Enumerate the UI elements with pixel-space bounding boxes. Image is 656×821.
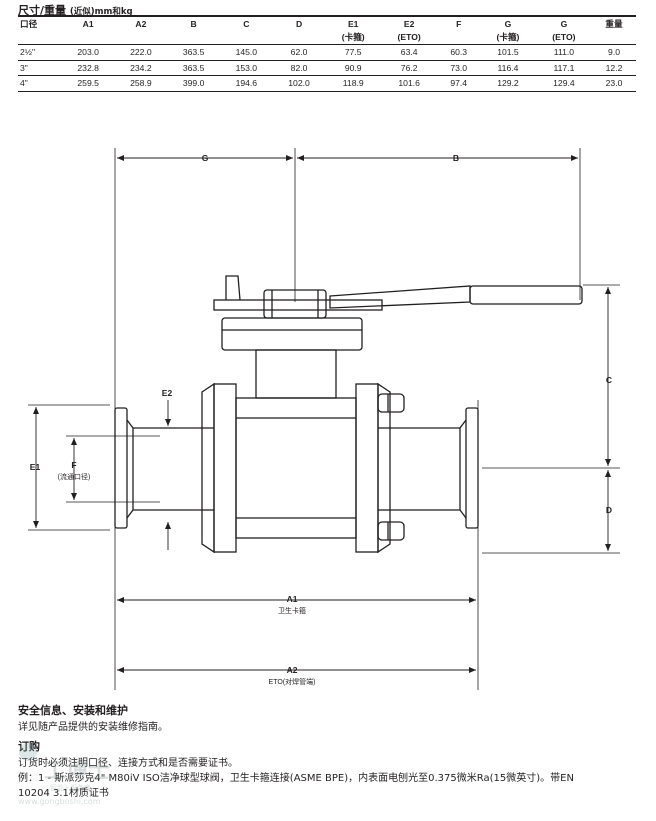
label-a1: A1 — [287, 594, 298, 604]
label-d: D — [606, 505, 612, 515]
table-cell: 97.4 — [437, 75, 481, 92]
table-header-cell: 口径 — [20, 19, 38, 29]
dimensions-table: 口径 A1 A2 B C D E1 E2 F G G 重量 (卡箍) (ETO)… — [18, 18, 636, 92]
table-cell: 363.5 — [167, 60, 220, 76]
drawing-labels: G B C D E1 E2 F (流通口径) A1 卫生卡箍 A2 ETO(对焊… — [30, 153, 612, 686]
table-header-cell: (ETO) — [535, 31, 593, 45]
title-text: 尺寸/重量 — [18, 4, 67, 17]
table-cell: 117.1 — [535, 60, 593, 76]
table-header-cell — [592, 31, 636, 45]
table-header-cell — [272, 31, 326, 45]
watermark-url: www.gongboshi.com — [18, 797, 101, 806]
title-subtitle: (近似)mm和kg — [69, 7, 133, 17]
table-header-cell: 重量 — [605, 19, 623, 29]
table-header-cell: E1 — [347, 19, 359, 29]
table-header-cell: C — [243, 19, 250, 29]
table-cell: 3" — [18, 60, 62, 76]
table-cell: 62.0 — [272, 44, 326, 61]
extension-lines — [28, 148, 620, 690]
label-f-note: (流通口径) — [58, 472, 91, 481]
label-c: C — [606, 375, 612, 385]
table-cell: 73.0 — [437, 60, 481, 76]
table-cell: 60.3 — [437, 44, 481, 61]
table-header-cell: G — [560, 19, 568, 29]
table-cell: 12.2 — [592, 60, 636, 76]
ordering-line2: 例：1 - 斯派莎克4" M80iV ISO洁净球型球阀，卫生卡箍连接(ASME… — [18, 773, 574, 784]
table-cell: 4" — [18, 75, 62, 92]
table-cell: 258.9 — [114, 75, 168, 92]
label-e1: E1 — [30, 462, 41, 472]
table-cell: 9.0 — [592, 44, 636, 61]
table-cell: 399.0 — [167, 75, 220, 92]
valve-dimension-drawing: G B C D E1 E2 F (流通口径) A1 卫生卡箍 A2 ETO(对焊… — [28, 148, 620, 690]
watermark-logo: 工博士 智能+服务商 www.gongboshi.com — [18, 743, 110, 806]
table-cell: 77.5 — [325, 44, 382, 61]
table-cell: 76.2 — [381, 60, 438, 76]
table-header-cell — [61, 31, 115, 45]
table-cell: 129.4 — [535, 75, 593, 92]
table-cell: 363.5 — [167, 44, 220, 61]
table-cell: 203.0 — [61, 44, 115, 61]
top-rule — [18, 15, 636, 17]
ordering-section: 订购 订货时必须注明口径、连接方式和是否需要证书。 例：1 - 斯派莎克4" M… — [18, 738, 638, 801]
table-header-cell: G — [504, 19, 512, 29]
table-cell: 111.0 — [535, 44, 593, 61]
table-cell: 90.9 — [325, 60, 382, 76]
safety-section: 安全信息、安装和维护 详见随产品提供的安装维修指南。 — [18, 702, 168, 735]
table-cell: 101.5 — [480, 44, 536, 61]
label-e2: E2 — [162, 388, 173, 398]
page-title: 尺寸/重量 (近似)mm和kg — [18, 2, 133, 18]
table-header-row: (卡箍) (ETO) (卡箍) (ETO) — [18, 31, 636, 45]
table-cell: 102.0 — [272, 75, 326, 92]
table-cell: 145.0 — [219, 44, 273, 61]
table-cell: 116.4 — [480, 60, 536, 76]
table-cell: 101.6 — [381, 75, 438, 92]
table-header-cell: (卡箍) — [480, 31, 536, 45]
safety-text: 详见随产品提供的安装维修指南。 — [18, 722, 168, 733]
table-cell: 118.9 — [325, 75, 382, 92]
table-cell: 2½" — [18, 44, 62, 61]
table-cell: 129.2 — [480, 75, 536, 92]
table-header-cell — [18, 31, 62, 45]
table-cell: 232.8 — [61, 60, 115, 76]
label-a2-note: ETO(对焊管端) — [269, 677, 316, 686]
table-header-cell: (ETO) — [381, 31, 438, 45]
table-header-cell: D — [295, 19, 303, 29]
label-g: G — [202, 153, 209, 163]
label-a1-note: 卫生卡箍 — [278, 606, 306, 615]
table-cell: 153.0 — [219, 60, 273, 76]
table-header-cell: A1 — [82, 19, 94, 29]
table-header-cell: (卡箍) — [325, 31, 382, 45]
table-cell: 234.2 — [114, 60, 168, 76]
watermark-tagline: 智能+服务商 — [50, 783, 91, 792]
valve-body — [114, 275, 583, 554]
label-f: F — [71, 460, 76, 470]
table-cell: 82.0 — [272, 60, 326, 76]
table-header-cell: F — [456, 19, 462, 29]
table-header-cell: A2 — [135, 19, 147, 29]
dimension-lines — [33, 155, 611, 673]
table-cell: 63.4 — [381, 44, 438, 61]
safety-title: 安全信息、安装和维护 — [18, 704, 128, 717]
table-cell: 23.0 — [592, 75, 636, 92]
table-header-row: 口径 A1 A2 B C D E1 E2 F G G 重量 — [18, 18, 636, 31]
table-cell: 194.6 — [219, 75, 273, 92]
table-header-cell: E2 — [403, 19, 415, 29]
label-b: B — [453, 153, 459, 163]
label-a2: A2 — [287, 665, 298, 675]
ordering-line3: 10204 3.1材质证书 — [18, 788, 109, 799]
table-header-cell — [219, 31, 273, 45]
table-header-cell — [167, 31, 220, 45]
table-cell: 222.0 — [114, 44, 168, 61]
table-header-cell — [114, 31, 168, 45]
ordering-line1: 订货时必须注明口径、连接方式和是否需要证书。 — [18, 758, 238, 769]
table-header-cell — [437, 31, 481, 45]
table-header-cell: B — [190, 19, 197, 29]
watermark-brand: 工博士 — [44, 758, 110, 784]
ordering-title: 订购 — [18, 738, 638, 754]
table-cell: 259.5 — [61, 75, 115, 92]
